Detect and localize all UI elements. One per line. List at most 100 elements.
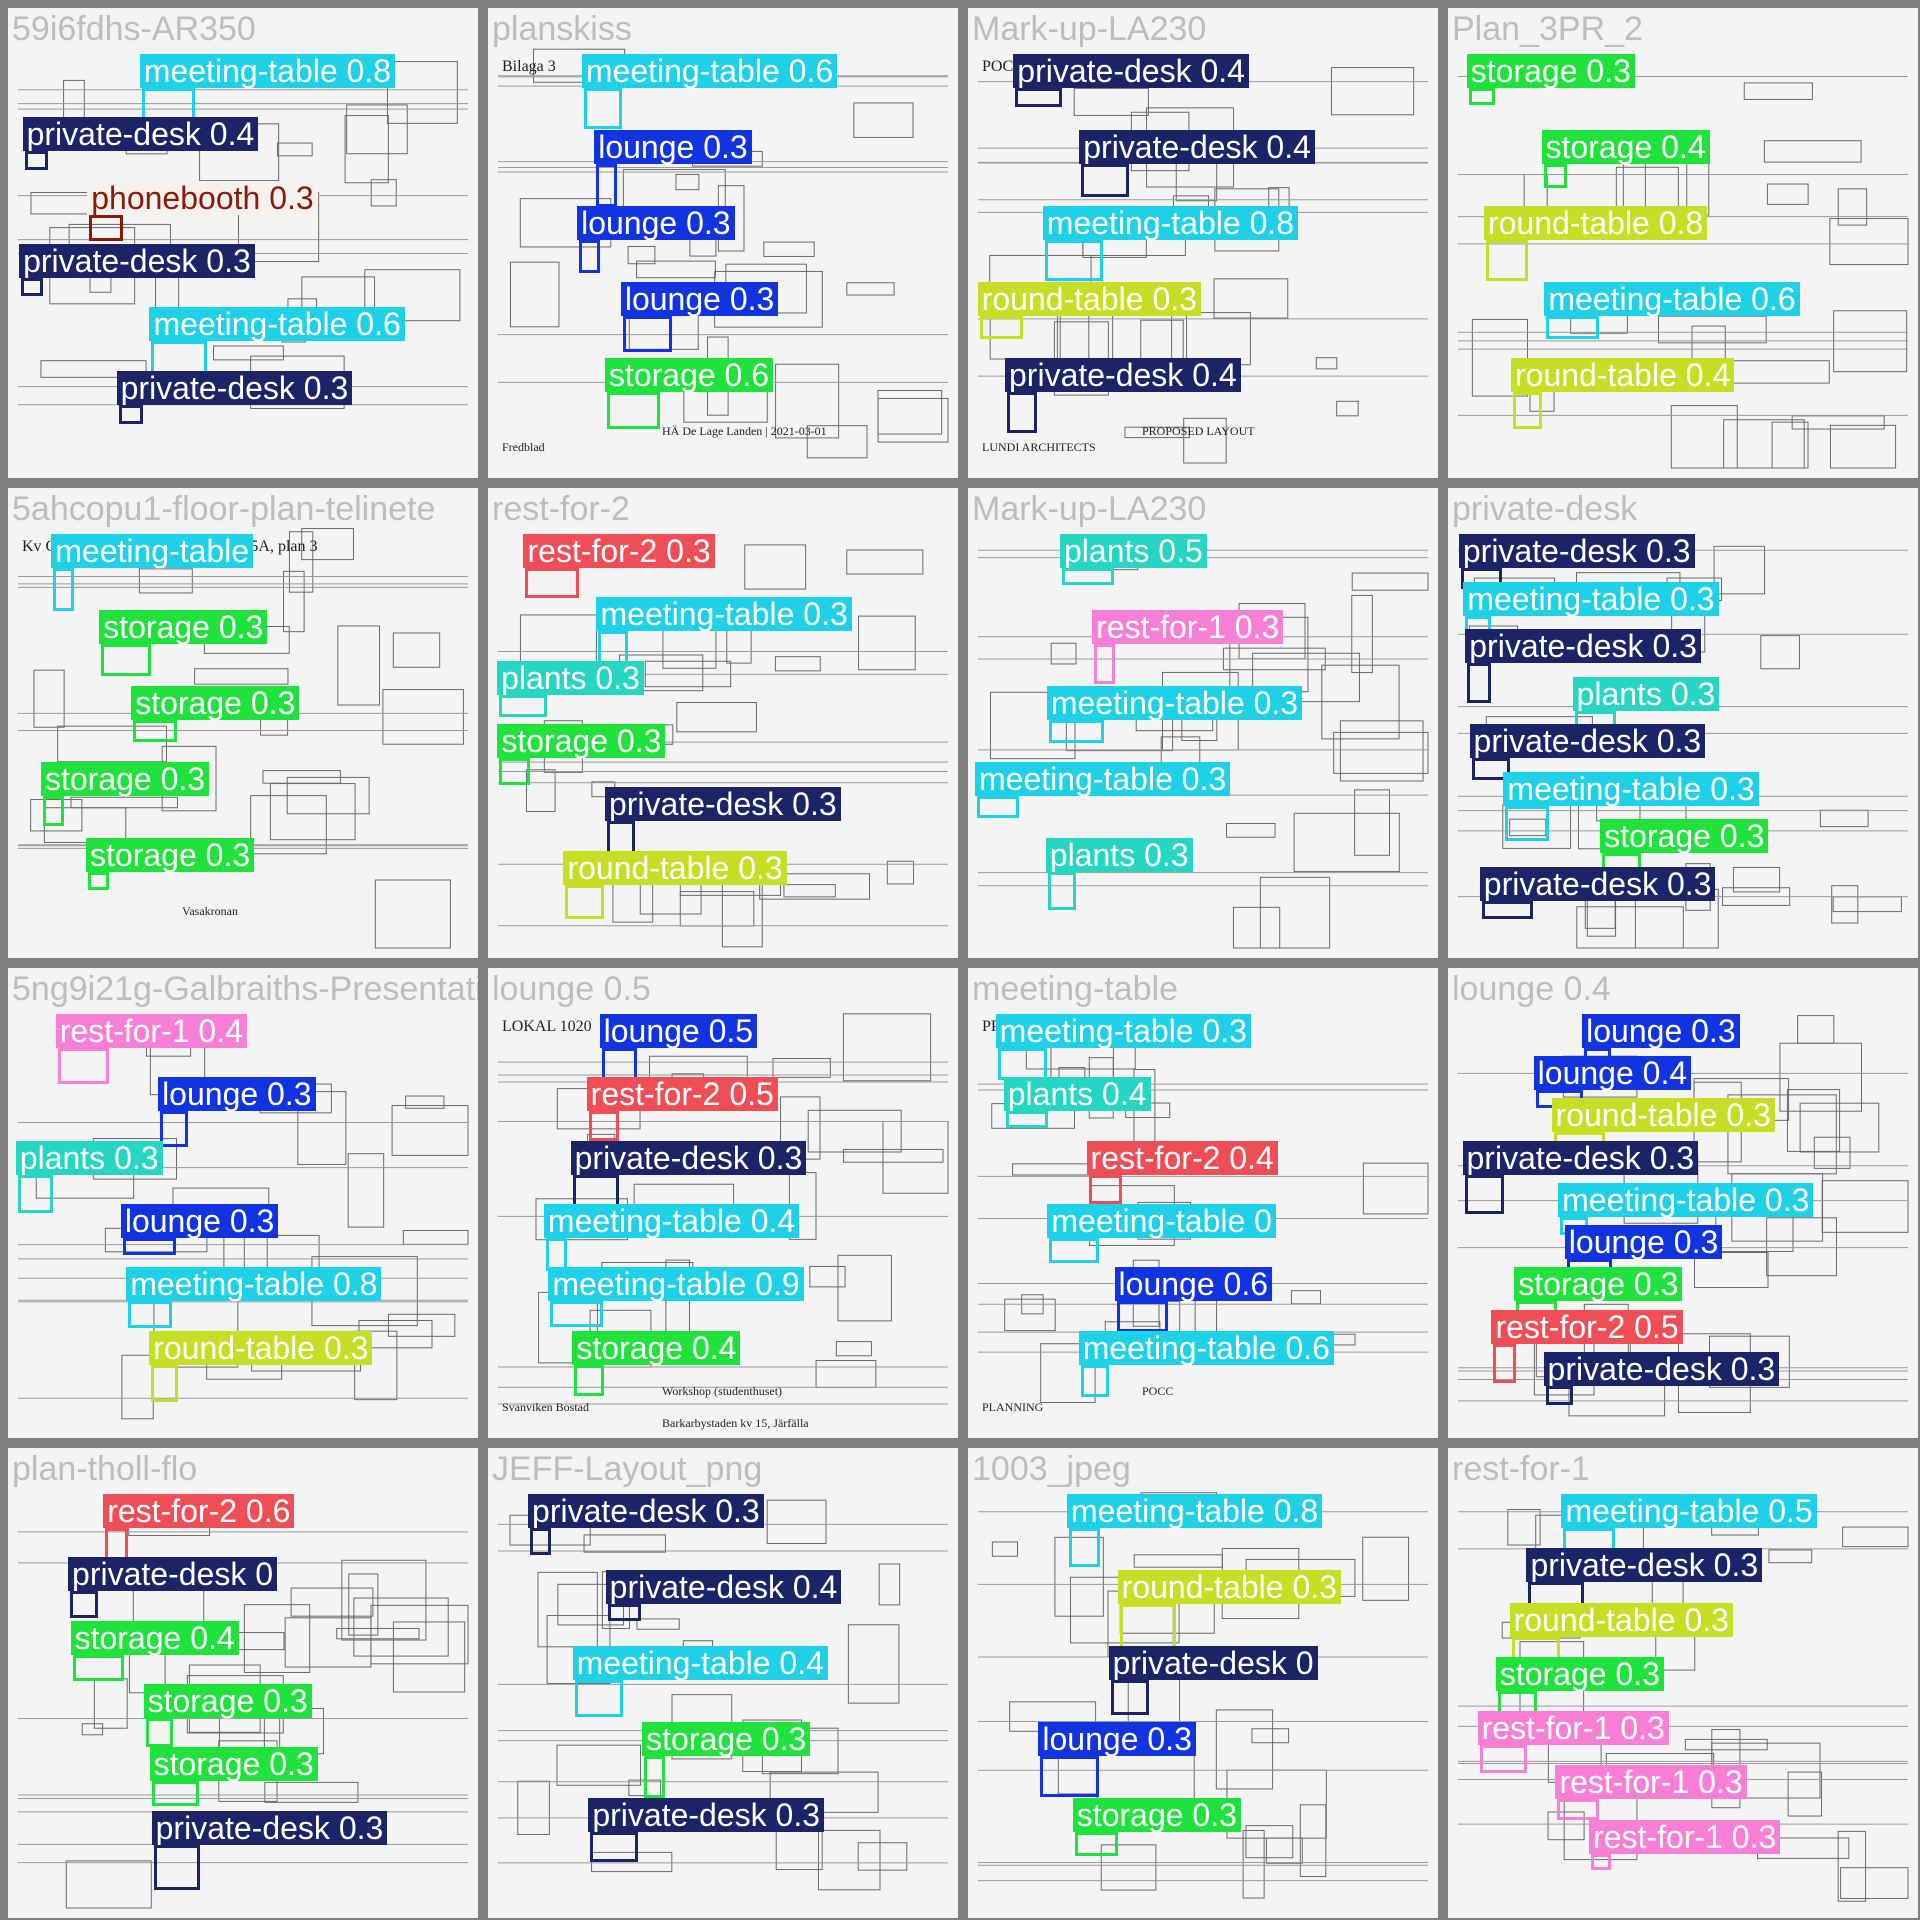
detection-label: storage 0.3 [497, 724, 666, 758]
detection-label: rest-for-2 0.5 [586, 1077, 778, 1112]
plan-room-outline [81, 1723, 104, 1736]
plan-room-outline [1245, 1825, 1294, 1859]
detection-box [1068, 1528, 1101, 1567]
plan-room-outline [1684, 1738, 1768, 1751]
detection-box [1044, 240, 1103, 281]
detection-box [644, 1756, 666, 1799]
detection-label: round-table 0.8 [1483, 206, 1708, 240]
detection-label: plants 0.3 [1572, 676, 1720, 711]
tile-source-name: rest-for-1 [1452, 1450, 1590, 1488]
plan-room-outline [93, 1678, 128, 1729]
plan-room-outline [1670, 405, 1738, 469]
plan-room-outline [837, 1254, 892, 1322]
detection-box [24, 151, 49, 171]
plan-room-outline [886, 860, 915, 885]
detection-box [160, 1111, 189, 1147]
detection-box [1512, 392, 1543, 430]
plan-room-outline [1050, 642, 1077, 665]
plan-room-outline [1779, 1042, 1863, 1112]
mosaic-tile: PROPOSED LAYOUTPOCCPLANNINGmeeting-table… [968, 968, 1438, 1438]
detection-label: private-desk 0 [68, 1557, 278, 1592]
plan-room-outline [347, 1153, 385, 1228]
plan-room-outline [1133, 1554, 1223, 1568]
detection-label: lounge 0.3 [577, 206, 735, 240]
detection-label: meeting-table 0 [1047, 1204, 1276, 1238]
detection-box [1481, 900, 1534, 919]
tile-source-name: 5ahcopu1-floor-plan-telinete [12, 490, 436, 528]
detection-label: plants 0.3 [15, 1140, 163, 1175]
detection-box [1546, 316, 1600, 340]
detection-label: storage 0.3 [143, 1684, 312, 1718]
plan-room-outline [336, 1627, 420, 1640]
detection-box [151, 1781, 199, 1806]
detection-label: meeting-table 0.8 [126, 1267, 382, 1302]
detection-label: plants 0.3 [1045, 838, 1193, 872]
detection-label: private-desk 0.3 [1469, 724, 1706, 758]
detection-box [101, 644, 151, 677]
plan-room-outline [1100, 1844, 1157, 1891]
detection-label: storage 0.6 [604, 358, 774, 392]
plan-room-outline [364, 269, 461, 322]
plan-room-outline [1183, 417, 1227, 464]
plan-room-outline [525, 769, 556, 813]
plan-room-outline [991, 1541, 1019, 1557]
plan-room-outline [1330, 67, 1415, 116]
plan-room-outline [510, 261, 560, 328]
tile-source-name: Mark-up-LA230 [972, 490, 1207, 528]
plan-caption: Svanviken Bostad [502, 1400, 589, 1414]
detection-label: storage 0.4 [70, 1620, 239, 1655]
detection-label: private-desk 0.4 [22, 117, 259, 152]
plan-room-outline [759, 873, 871, 900]
plan-room-outline [775, 363, 840, 439]
detection-label: private-desk 0.3 [604, 787, 841, 822]
plan-room-outline [288, 531, 314, 593]
plan-room-outline [1786, 1089, 1841, 1152]
plan-room-outline [138, 568, 193, 594]
plan-room-outline [250, 795, 327, 855]
detection-label: meeting-table 0.3 [1463, 581, 1719, 616]
plan-room-outline [1829, 218, 1909, 266]
plan-room-outline [1299, 1804, 1327, 1878]
detection-box [1110, 1680, 1150, 1715]
plan-room-outline [1215, 1709, 1274, 1790]
detection-label: private-desk 0.3 [528, 1494, 764, 1528]
detection-label: storage 0.3 [40, 762, 210, 796]
detection-box [17, 1174, 53, 1214]
detection-label: storage 0.3 [149, 1747, 318, 1782]
detection-label: meeting-table 0.8 [1066, 1494, 1323, 1528]
plan-room-outline [1743, 82, 1813, 100]
detection-box [1591, 1853, 1612, 1870]
detection-box [530, 1528, 551, 1556]
plan-room-outline [243, 1604, 311, 1673]
detection-label: meeting-table 0.8 [1042, 206, 1299, 240]
plan-room-outline [763, 241, 815, 257]
plan-room-outline [1040, 1343, 1096, 1404]
plan-room-outline [391, 1105, 469, 1156]
tile-source-name: Mark-up-LA230 [972, 10, 1207, 48]
plan-caption: POCC [1142, 1384, 1174, 1398]
plan-room-outline [1004, 1298, 1056, 1332]
plan-room-outline [1576, 906, 1684, 949]
detection-box [1049, 1238, 1099, 1264]
detection-label: storage 0.3 [1514, 1267, 1683, 1302]
detection-label: meeting-table 0.3 [596, 597, 852, 632]
detection-label: lounge 0.6 [1114, 1267, 1272, 1302]
detection-box [1468, 88, 1496, 106]
plan-room-outline [337, 625, 381, 706]
plan-caption: Bilaga 3 [502, 58, 556, 75]
plan-room-outline [348, 1573, 379, 1636]
detection-box [1040, 1756, 1100, 1797]
detection-box [607, 1604, 642, 1621]
tile-source-name: meeting-table [972, 970, 1179, 1008]
plan-room-outline [766, 1499, 827, 1544]
plan-caption: LOKAL 1020 [502, 1018, 592, 1035]
detection-label: round-table 0.3 [1117, 1570, 1341, 1604]
plan-room-outline [744, 544, 807, 590]
detection-label: meeting-table 0.6 [1078, 1330, 1334, 1365]
detection-box [1545, 1385, 1574, 1405]
detection-label: storage 0.3 [642, 1722, 811, 1756]
detection-box [1094, 644, 1116, 685]
detection-box [574, 1680, 624, 1718]
